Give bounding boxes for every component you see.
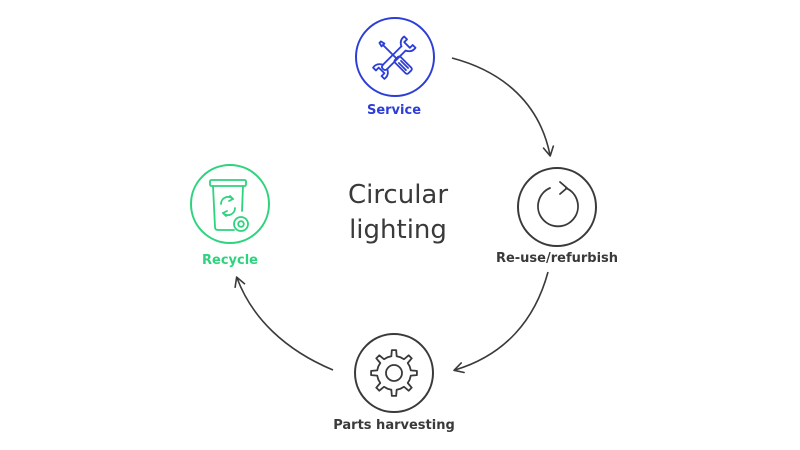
diagram-title-line-2: lighting: [349, 215, 447, 245]
node-service: Service: [355, 17, 435, 118]
node-label-parts: Parts harvesting: [333, 418, 455, 433]
node-label-service: Service: [367, 103, 421, 118]
node-reuse: Re-use/refurbish: [496, 167, 618, 266]
node-label-recycle: Recycle: [202, 253, 258, 268]
node-label-reuse: Re-use/refurbish: [496, 251, 618, 266]
wrench-screwdriver-icon: [372, 35, 417, 80]
recycle-bin-icon: [209, 179, 249, 232]
arrow-parts-to-recycle: [234, 276, 334, 371]
node-recycle: Recycle: [190, 164, 270, 268]
refresh-arrow-icon: [537, 181, 579, 228]
arrow-service-to-reuse: [451, 57, 555, 157]
diagram-title-line-1: Circular: [348, 180, 448, 210]
arrow-reuse-to-parts: [453, 271, 549, 374]
node-parts: Parts harvesting: [333, 333, 455, 433]
gear-icon: [370, 349, 418, 397]
